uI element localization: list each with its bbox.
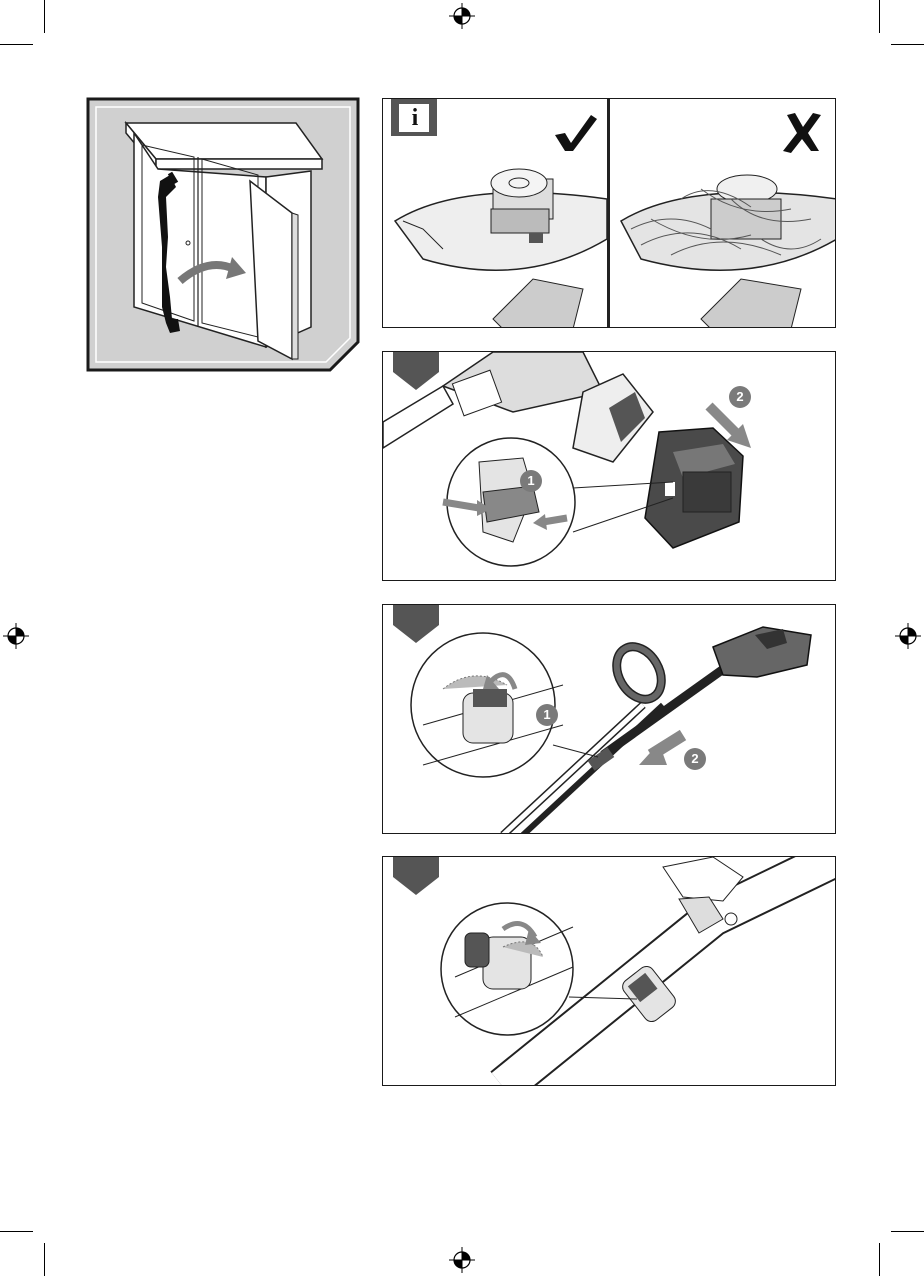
storage-panel (86, 97, 360, 372)
crop-mark (0, 1231, 33, 1232)
info-badge: i (391, 98, 437, 136)
info-icon: i (401, 104, 429, 132)
registration-mark-icon (895, 623, 921, 649)
registration-mark-icon (3, 623, 29, 649)
crop-mark (0, 44, 33, 45)
step-panel-shaft-close (382, 856, 836, 1086)
shaft-clip-close-illustration (383, 857, 836, 1086)
check-mark-icon (551, 113, 599, 153)
info-panel: i (382, 98, 836, 328)
registration-mark-icon (449, 3, 475, 29)
shaft-clip-release-illustration (383, 605, 836, 834)
step-panel-battery-removal: 1 2 (382, 351, 836, 581)
step-marker: 2 (684, 748, 706, 770)
step-marker: 1 (536, 704, 558, 726)
crop-mark (879, 0, 880, 33)
battery-removal-illustration (383, 352, 836, 581)
registration-mark-icon (449, 1247, 475, 1273)
grass-clogged-trimmer-head-illustration (611, 159, 836, 328)
clean-trimmer-head-illustration (383, 159, 607, 328)
crop-mark (891, 44, 924, 45)
x-mark-icon (781, 111, 823, 153)
step-panel-shaft-release: 1 2 (382, 604, 836, 834)
crop-mark (879, 1243, 880, 1276)
crop-mark (891, 1231, 924, 1232)
crop-mark (44, 1243, 45, 1276)
panel-divider (607, 99, 610, 328)
step-marker: 1 (520, 470, 542, 492)
step-marker: 2 (729, 386, 751, 408)
crop-mark (44, 0, 45, 33)
